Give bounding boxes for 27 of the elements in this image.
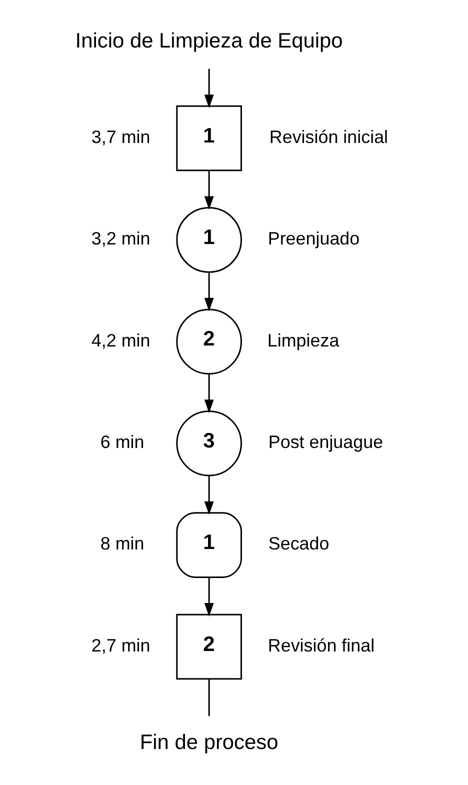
node-label: Revisión inicial [268,126,388,147]
node-label: 3,2 min [90,228,150,249]
arrow [204,272,214,312]
arrow [204,476,214,515]
node-label: 6 min [100,432,144,452]
node-label: Limpieza [266,330,339,350]
node-box: 2 [176,614,242,680]
arrow [204,374,214,414]
node-label: Secado [268,534,329,554]
node-label: Revisión final [267,635,374,656]
arrow [204,170,214,210]
node-label: 2,7 min [90,635,150,656]
node-circle: 1 [176,207,242,273]
arrow [204,577,214,617]
node-circle: 2 [176,308,242,375]
node-label: 3,7 min [90,126,150,147]
node-label: Post enjuague [268,432,383,452]
node-label: 4,2 min [90,330,150,350]
arrow [204,68,214,108]
node-box: 1 [176,512,242,578]
node-box: 1 [176,105,242,172]
node-circle: 3 [176,410,242,476]
connector [208,679,210,716]
node-text: Fin de proceso [139,730,278,754]
node-label: 8 min [100,534,144,554]
node-label: Preenjuado [267,228,360,249]
node-text: Inicio de Limpieza de Equipo [74,29,342,52]
